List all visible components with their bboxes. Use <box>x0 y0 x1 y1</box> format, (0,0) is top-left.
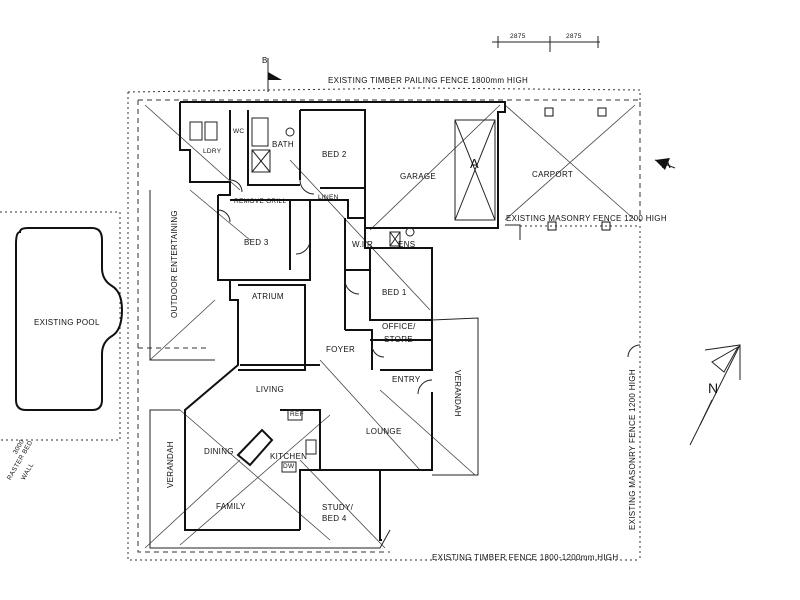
room-dining: DINING <box>204 447 234 456</box>
label-ref: REF <box>290 411 304 418</box>
verandah-right-label: VERANDAH <box>453 370 462 417</box>
right-fence-label: EXISTING MASONRY FENCE 1200 HIGH <box>628 369 637 530</box>
top-fence-label: EXISTING TIMBER PAILING FENCE 1800mm HIG… <box>328 76 529 85</box>
boundary-fences <box>0 87 641 561</box>
room-office-line2: STORE <box>384 335 413 344</box>
section-marker-b-label: B <box>262 56 268 65</box>
north-arrow-label: N <box>708 380 719 396</box>
pool-label: EXISTING POOL <box>34 318 100 327</box>
room-carport: CARPORT <box>532 170 574 179</box>
room-entry: ENTRY <box>392 375 421 384</box>
room-lounge: LOUNGE <box>366 427 402 436</box>
room-atrium: ATRIUM <box>252 292 284 301</box>
section-marker-a-right: A <box>662 156 671 171</box>
room-wir: W.I.R <box>352 240 374 249</box>
label-linen: LINEN <box>318 194 339 201</box>
dimension-right: 2875 <box>566 33 582 40</box>
garage-fence-label: EXISTING MASONRY FENCE 1200 HIGH <box>506 214 667 223</box>
section-marker-a <box>654 158 676 170</box>
room-garage: GARAGE <box>400 172 437 181</box>
label-dw: DW <box>283 463 295 470</box>
room-foyer: FOYER <box>326 345 356 354</box>
dimension-line <box>492 36 600 52</box>
room-study-line2: BED 4 <box>322 514 347 523</box>
bottom-fence-label: EXISTING TIMBER FENCE 1800-1200mm HIGH <box>432 553 619 562</box>
room-ens: ENS <box>398 240 416 249</box>
room-ldry: LDRY <box>203 148 222 155</box>
dimension-left: 2875 <box>510 33 526 40</box>
outdoor-entertaining-label: OUTDOOR ENTERTAINING <box>170 210 179 318</box>
room-bed-1: BED 1 <box>382 288 407 297</box>
room-living: LIVING <box>256 385 285 394</box>
exterior-walls <box>179 101 506 541</box>
room-wc: WC <box>233 128 245 135</box>
north-arrow-icon <box>689 344 741 446</box>
kitchen-benches <box>236 409 321 473</box>
existing-pool <box>15 227 124 411</box>
garage-carport <box>454 107 611 240</box>
room-family: FAMILY <box>216 502 246 511</box>
bathroom-fixtures <box>189 117 415 247</box>
roof-hip-lines <box>144 104 636 549</box>
room-bed-2: BED 2 <box>322 150 347 159</box>
verandah-outlines <box>149 190 479 549</box>
verandah-left-label: VERANDAH <box>166 441 175 488</box>
room-office-line1: OFFICE/ <box>382 322 416 331</box>
room-bath: BATH <box>272 140 294 149</box>
label-remove-grill: REMOVE GRILL <box>234 198 287 205</box>
room-kitchen: KITCHEN <box>270 452 308 461</box>
room-bed-3: BED 3 <box>244 238 269 247</box>
section-marker-a-garage: A <box>470 156 479 171</box>
section-marker-b <box>267 58 282 92</box>
door-swings <box>217 179 641 395</box>
room-study-line1: STUDY/ <box>322 503 354 512</box>
interior-walls <box>229 109 432 371</box>
